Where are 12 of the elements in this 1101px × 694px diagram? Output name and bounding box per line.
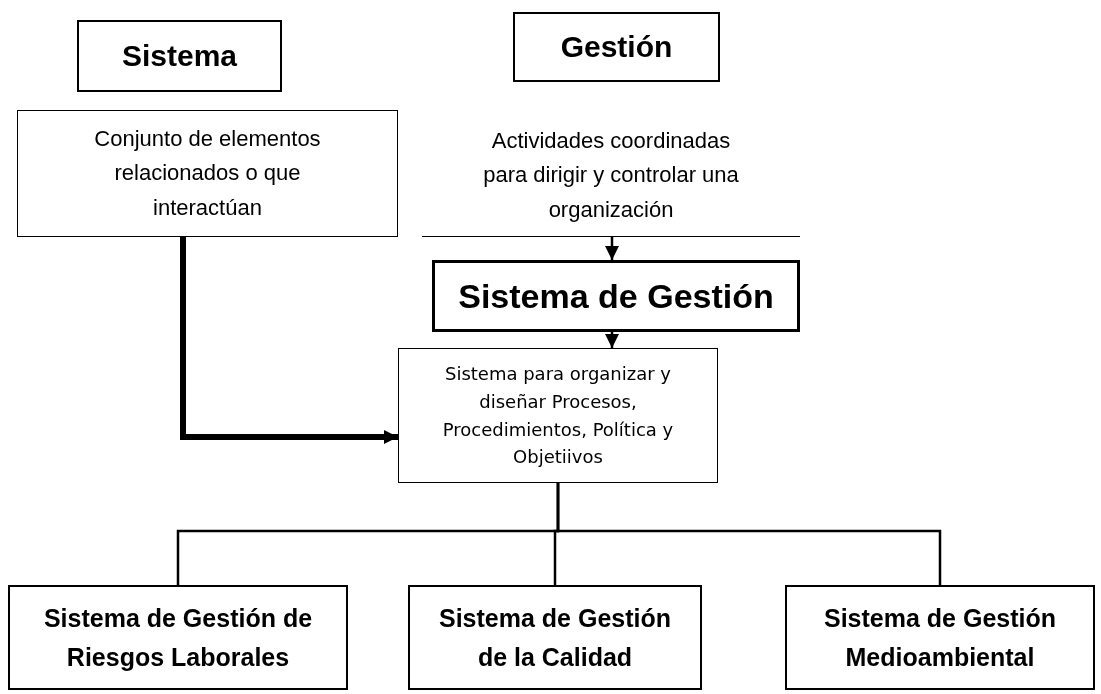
process-box: Sistema para organizar y diseñar Procesos, Procedimientos, Política y Objetiivos	[398, 348, 718, 483]
system-box: Sistema de Gestión de la Calidad	[408, 585, 702, 690]
connector-line	[556, 483, 942, 585]
title-box: Gestión	[513, 12, 720, 82]
definition-box: Conjunto de elementos relacionados o que interactúan	[17, 110, 398, 237]
process-box: Sistema de Gestión	[432, 260, 800, 332]
arrow	[605, 332, 619, 348]
system-box: Sistema de Gestión de Riesgos Laborales	[8, 585, 348, 690]
arrow	[180, 237, 398, 444]
system-box: Sistema de Gestión Medioambiental	[785, 585, 1095, 690]
arrow	[605, 237, 619, 260]
title-box: Sistema	[77, 20, 282, 92]
